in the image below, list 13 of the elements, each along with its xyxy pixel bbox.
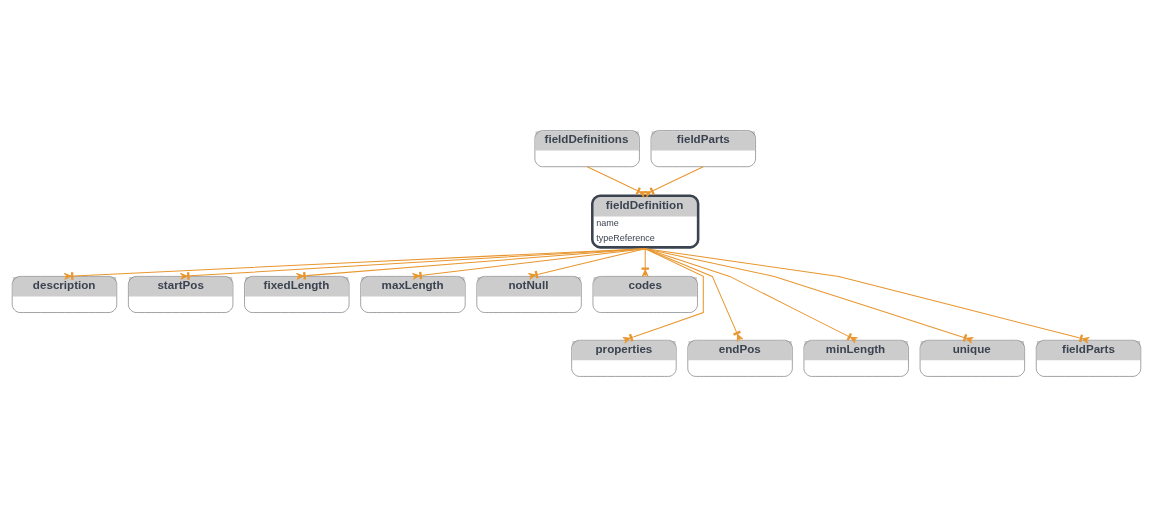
connector: [527, 247, 646, 280]
connector: [296, 247, 646, 280]
connector: [586, 165, 647, 198]
connector: [644, 247, 859, 343]
connector: [644, 247, 974, 344]
connector: [644, 247, 1090, 344]
connector: [179, 247, 646, 280]
connector: [644, 247, 744, 342]
connector: [622, 247, 704, 344]
connector: [643, 165, 704, 198]
connector: [412, 247, 646, 280]
connector: [641, 247, 649, 277]
connector: [63, 247, 646, 280]
